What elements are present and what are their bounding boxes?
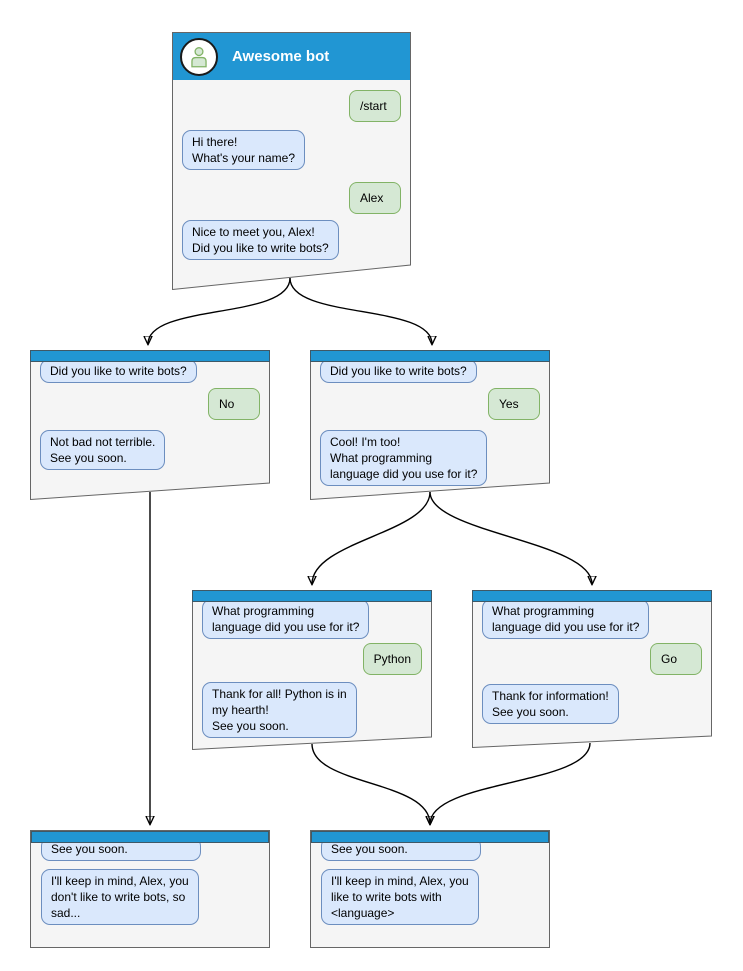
node-header-bar bbox=[472, 590, 712, 602]
chat-header: Awesome bot bbox=[173, 33, 410, 80]
chat-node-language-go[interactable]: What programming language did you use fo… bbox=[472, 590, 712, 748]
edge-go-to-end bbox=[430, 742, 591, 824]
edge-start-to-no bbox=[148, 277, 291, 344]
person-icon bbox=[191, 46, 207, 67]
user-message-name[interactable]: Alex bbox=[349, 182, 401, 214]
bot-message-reply[interactable]: Thank for all! Python is in my hearth! S… bbox=[202, 682, 357, 738]
user-message-go[interactable]: Go bbox=[650, 643, 702, 675]
user-message-no[interactable]: No bbox=[208, 388, 260, 420]
edge-yes-to-python bbox=[312, 491, 431, 584]
chat-node-answer-yes[interactable]: Did you like to write bots? Yes Cool! I'… bbox=[310, 350, 550, 500]
chat-node-end-no[interactable]: See you soon. I'll keep in mind, Alex, y… bbox=[30, 830, 270, 948]
edge-start-to-yes bbox=[289, 277, 432, 344]
chat-node-language-python[interactable]: What programming language did you use fo… bbox=[192, 590, 432, 750]
node-header-bar bbox=[31, 831, 269, 843]
bot-message-question[interactable]: Did you like to write bots? bbox=[40, 359, 197, 383]
bot-message-question[interactable]: What programming language did you use fo… bbox=[202, 599, 370, 639]
node-header-bar bbox=[311, 831, 549, 843]
node-header-bar bbox=[192, 590, 432, 602]
user-message-start[interactable]: /start bbox=[349, 90, 401, 122]
bot-message-reply[interactable]: Not bad not terrible. See you soon. bbox=[40, 430, 166, 470]
node-header-bar bbox=[30, 350, 270, 362]
bot-message-reply[interactable]: Thank for information! See you soon. bbox=[482, 684, 619, 724]
bot-message-greeting[interactable]: Hi there! What's your name? bbox=[182, 130, 306, 170]
bot-name: Awesome bot bbox=[232, 48, 330, 65]
bot-message-summary[interactable]: I'll keep in mind, Alex, you like to wri… bbox=[321, 869, 479, 925]
edge-python-to-end bbox=[311, 743, 430, 824]
bot-message-question[interactable]: Did you like to write bots? bbox=[320, 359, 477, 383]
edge-yes-to-go bbox=[429, 491, 592, 584]
chat-window-main[interactable]: Awesome bot /start Hi there! What's your… bbox=[172, 32, 411, 290]
bot-avatar bbox=[180, 37, 218, 76]
user-message-python[interactable]: Python bbox=[362, 643, 422, 675]
bot-message-summary[interactable]: I'll keep in mind, Alex, you don't like … bbox=[41, 869, 199, 925]
chat-node-answer-no[interactable]: Did you like to write bots? No Not bad n… bbox=[30, 350, 270, 500]
chat-node-end-yes[interactable]: See you soon. I'll keep in mind, Alex, y… bbox=[310, 830, 550, 948]
bot-message-reply[interactable]: Cool! I'm too! What programming language… bbox=[320, 430, 488, 486]
bot-message-question[interactable]: Nice to meet you, Alex! Did you like to … bbox=[182, 220, 339, 260]
node-header-bar bbox=[310, 350, 550, 362]
bot-message-question[interactable]: What programming language did you use fo… bbox=[482, 599, 650, 639]
user-message-yes[interactable]: Yes bbox=[488, 388, 540, 420]
